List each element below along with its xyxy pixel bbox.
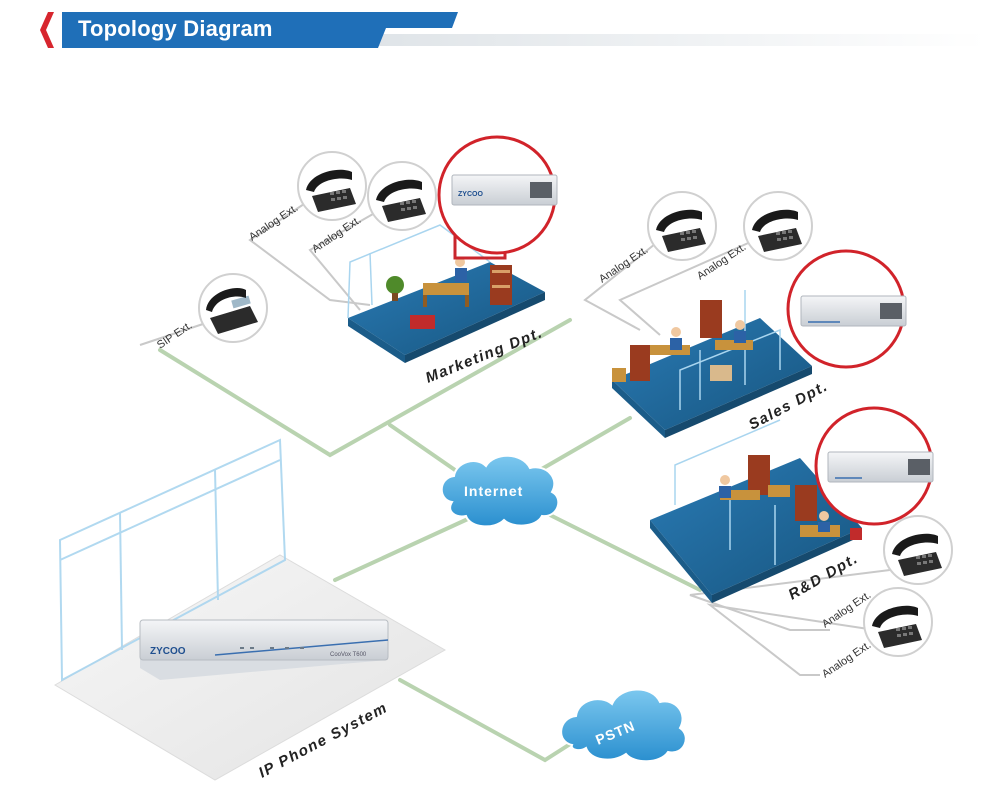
link-sales (538, 416, 632, 472)
phone-lines (139, 199, 891, 676)
pstn-cloud: PSTN (560, 688, 687, 763)
phone-analog-3 (647, 191, 717, 261)
gateway-marketing-brand: ZYCOO (458, 191, 483, 198)
line-analog-5 (689, 569, 891, 631)
link-rnd (538, 508, 702, 592)
phone-analog-1 (297, 151, 367, 221)
marketing-dept: Marketing Dpt. (347, 224, 546, 387)
line-analog-1 (248, 199, 371, 306)
link-ipps-internet (333, 516, 472, 582)
line-analog-3 (583, 239, 661, 331)
internet-label: Internet (464, 483, 523, 499)
header-blue-bar (62, 12, 458, 48)
phone-analog-2 (367, 161, 437, 231)
ipps-brand: ZYCOO (150, 646, 186, 657)
gateway-marketing: ZYCOO (437, 135, 558, 255)
header-red-chevron (40, 12, 54, 48)
ip-pbx-device: ZYCOO CooVox T600 (139, 619, 389, 680)
ip-phone-system-area: ZYCOO CooVox T600 IP Phone System (54, 438, 447, 782)
label-sip-ext: SIP Ext. (155, 319, 194, 351)
gateway-sales (786, 249, 907, 369)
phone-analog-6 (863, 587, 933, 657)
label-analog-ext-3: Analog Ext. (597, 244, 650, 285)
line-analog-6 (706, 603, 876, 676)
ipps-model: CooVox T600 (330, 652, 367, 658)
header-graphic (40, 12, 986, 48)
phone-sip (198, 273, 268, 343)
header-fade-bar (372, 34, 986, 46)
link-marketing-internet (388, 423, 457, 472)
sales-dept: Sales Dpt. (612, 290, 831, 438)
phone-analog-4 (743, 191, 813, 261)
label-analog-ext-6: Analog Ext. (820, 639, 873, 680)
line-analog-4 (618, 239, 756, 336)
phone-analog-5 (883, 515, 953, 585)
page-title: Topology Diagram (78, 16, 273, 41)
ipps-glass-walls (58, 438, 287, 682)
link-marketing (158, 318, 572, 458)
label-analog-ext-1: Analog Ext. (247, 202, 300, 243)
header-banner: Topology Diagram (0, 0, 986, 60)
line-analog-2 (308, 209, 381, 311)
internet-cloud: Internet (440, 454, 560, 528)
gateway-rnd (814, 406, 934, 526)
